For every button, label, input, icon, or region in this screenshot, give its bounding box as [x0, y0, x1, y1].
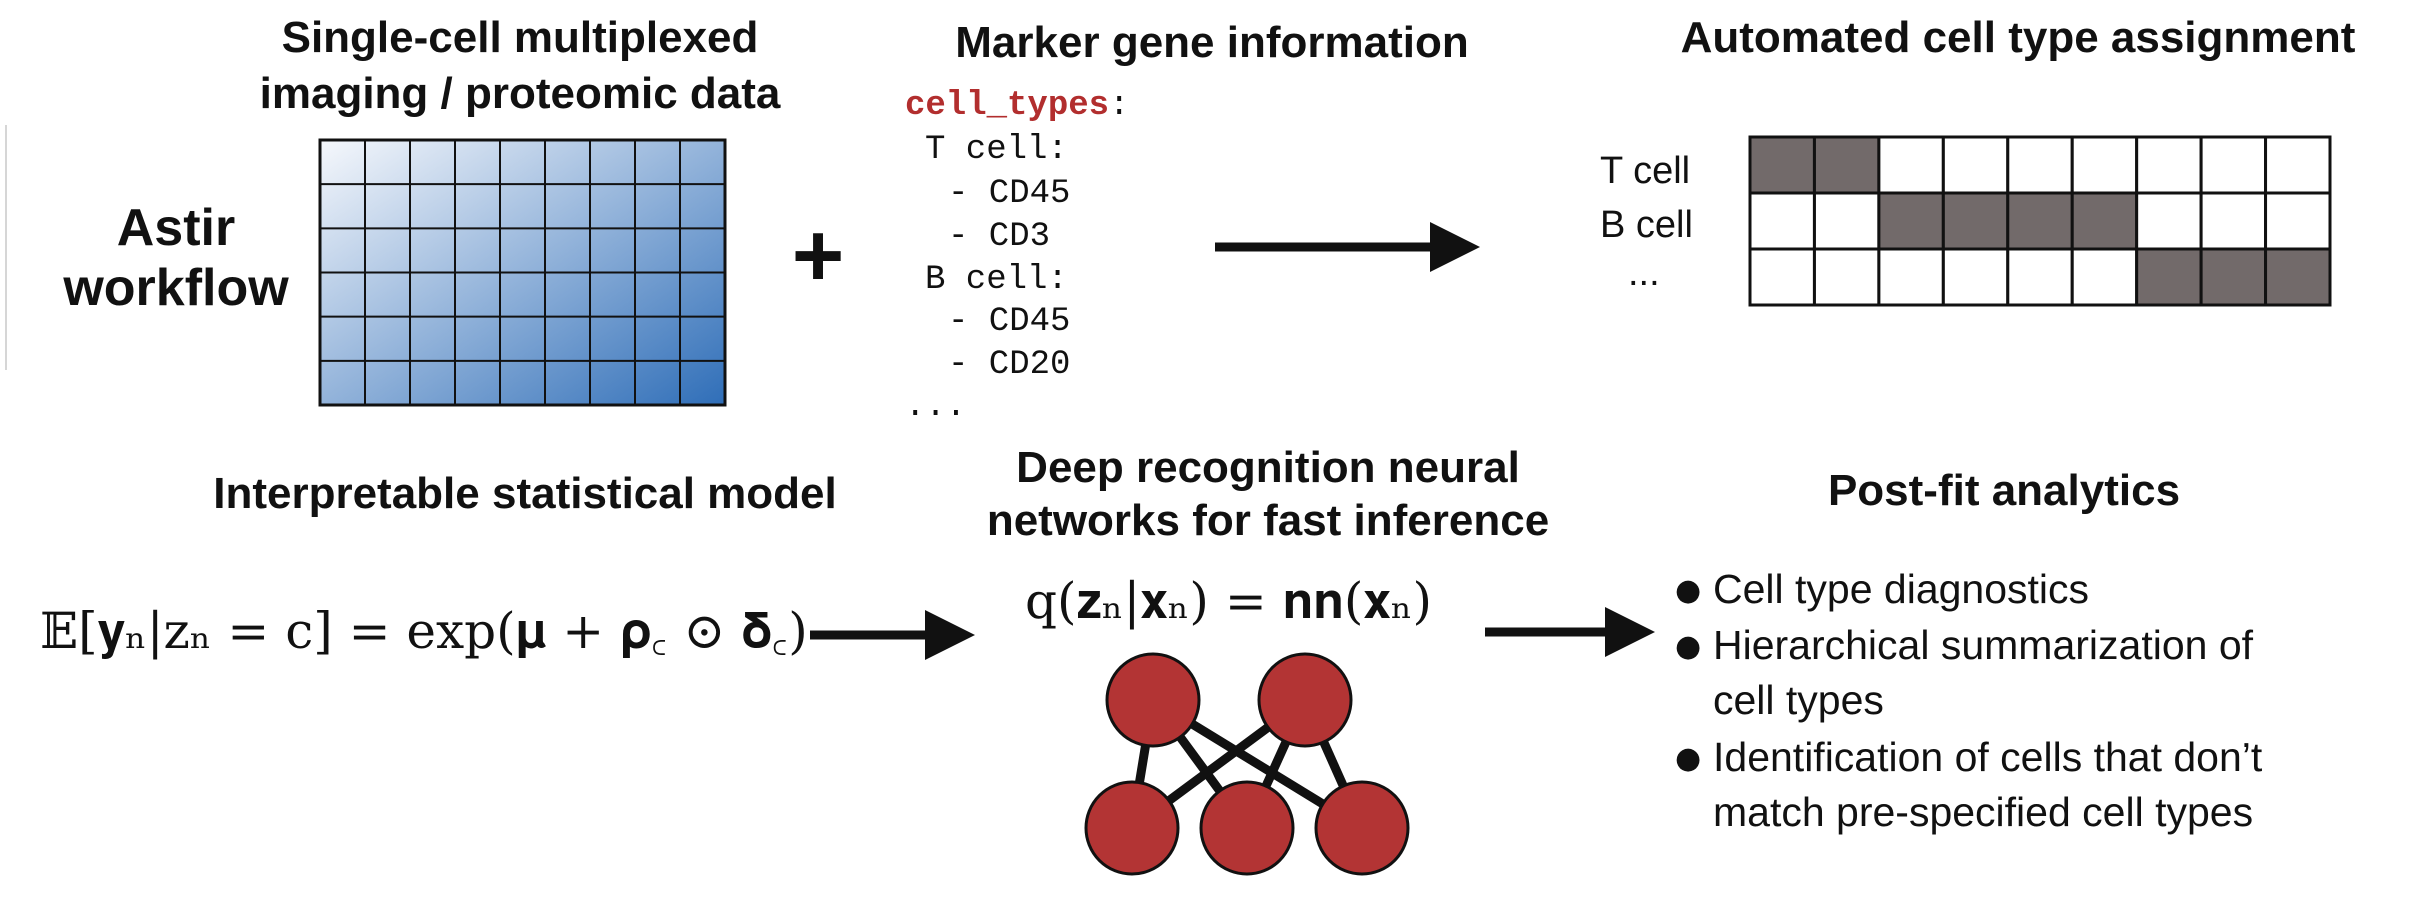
- marker-yaml-ellipsis: ...: [905, 388, 966, 426]
- marker-yaml-line: - CD45: [948, 175, 1070, 213]
- network-node: [1314, 780, 1410, 876]
- data-matrix-gridlines: [320, 140, 725, 405]
- bullet-text: cell types: [1713, 677, 1884, 723]
- workflow-label-line-1: Astir: [117, 199, 235, 257]
- assignment-cell: [2199, 191, 2268, 251]
- assignment-cell-filled: [1877, 191, 1945, 251]
- marker-yaml-line: - CD45: [948, 303, 1070, 341]
- marker-yaml-key: cell_types: [905, 87, 1109, 125]
- assignment-cell-filled: [2264, 247, 2332, 307]
- input-data-title-line-2: imaging / proteomic data: [260, 69, 781, 118]
- marker-yaml-colon: :: [1109, 87, 1129, 125]
- bullet-dot: ●: [1675, 741, 1701, 776]
- assignment-cell-filled: [1941, 191, 2010, 251]
- plus-sign: +: [792, 206, 845, 306]
- marker-yaml-line: - CD3: [948, 218, 1050, 256]
- input-data-title-line-1: Single-cell multiplexed: [282, 13, 759, 62]
- assignment-cell: [2264, 135, 2332, 195]
- bullet-text: Cell type diagnostics: [1713, 566, 2089, 612]
- assignment-cell-filled: [2006, 191, 2074, 251]
- network-node: [1199, 780, 1295, 876]
- bullet-text: match pre-specified cell types: [1713, 789, 2253, 835]
- model-equation: 𝔼[𝐲ₙ|zₙ = c] = exp(𝛍 + 𝛒꜀ ⊙ 𝛅꜀): [40, 602, 808, 660]
- assignment-cell: [2135, 135, 2203, 195]
- assignment-cell: [1941, 135, 2010, 195]
- assignment-row-ellipsis: ...: [1628, 252, 1660, 294]
- assignment-cell-filled: [1812, 135, 1881, 195]
- assignment-cell: [1748, 247, 1816, 307]
- assignment-cell: [1812, 191, 1881, 251]
- assignment-cell: [2070, 135, 2139, 195]
- inference-panel: Deep recognition neural networks for fas…: [987, 443, 1549, 876]
- arrow-to-assignment: [1215, 222, 1480, 272]
- assignment-cell-filled: [1748, 135, 1816, 195]
- marker-yaml-key-line: cell_types:: [905, 87, 1129, 125]
- network-node: [1257, 652, 1353, 748]
- model-title: Interpretable statistical model: [213, 469, 837, 518]
- assignment-cell: [2135, 191, 2203, 251]
- assignment-cell: [1941, 247, 2010, 307]
- bullet-text: Hierarchical summarization of: [1713, 622, 2254, 668]
- network-node: [1084, 780, 1180, 876]
- assignment-cell-filled: [2135, 247, 2203, 307]
- assignment-cell: [2264, 191, 2332, 251]
- assignment-panel: Automated cell type assignment T cell B …: [1600, 13, 2356, 307]
- marker-yaml-line: B cell:: [925, 261, 1068, 299]
- workflow-label-line-2: workflow: [62, 259, 289, 317]
- bullet-text: Identification of cells that don’t: [1713, 734, 2263, 780]
- neural-network: [1084, 652, 1410, 876]
- marker-info-title: Marker gene information: [955, 18, 1468, 67]
- assignment-cell-filled: [2070, 191, 2139, 251]
- assignment-matrix: [1748, 135, 2332, 307]
- inference-title-line-2: networks for fast inference: [987, 496, 1549, 545]
- assignment-cell: [1748, 191, 1816, 251]
- assignment-cell: [1877, 247, 1945, 307]
- model-panel: Interpretable statistical model 𝔼[𝐲ₙ|zₙ …: [40, 469, 837, 660]
- assignment-cell: [2070, 247, 2139, 307]
- marker-info-panel: Marker gene information cell_types: T ce…: [905, 18, 1469, 426]
- input-data-panel: Single-cell multiplexed imaging / proteo…: [260, 13, 781, 407]
- arrow-to-analytics: [1485, 607, 1655, 657]
- assignment-cell: [2006, 247, 2074, 307]
- arrow-to-inference: [810, 610, 975, 660]
- bullet-dot: ●: [1675, 573, 1701, 608]
- assignment-cell: [1877, 135, 1945, 195]
- assignment-cell: [1812, 247, 1881, 307]
- assignment-row-label: T cell: [1600, 150, 1690, 192]
- assignment-cell: [2006, 135, 2074, 195]
- analytics-panel: Post-fit analytics ● Cell type diagnosti…: [1675, 466, 2263, 835]
- marker-yaml-line: T cell:: [925, 131, 1068, 169]
- network-node: [1105, 652, 1201, 748]
- assignment-row-label: B cell: [1600, 204, 1693, 246]
- inference-equation: q(𝐳ₙ|𝐱ₙ) = 𝐧𝐧(𝐱ₙ): [1025, 572, 1432, 630]
- assignment-cell: [2199, 135, 2268, 195]
- bullet-dot: ●: [1675, 629, 1701, 664]
- assignment-cell-filled: [2199, 247, 2268, 307]
- analytics-title: Post-fit analytics: [1828, 466, 2180, 515]
- marker-yaml-line: - CD20: [948, 346, 1070, 384]
- assignment-title: Automated cell type assignment: [1681, 13, 2356, 62]
- inference-title-line-1: Deep recognition neural: [1016, 443, 1520, 492]
